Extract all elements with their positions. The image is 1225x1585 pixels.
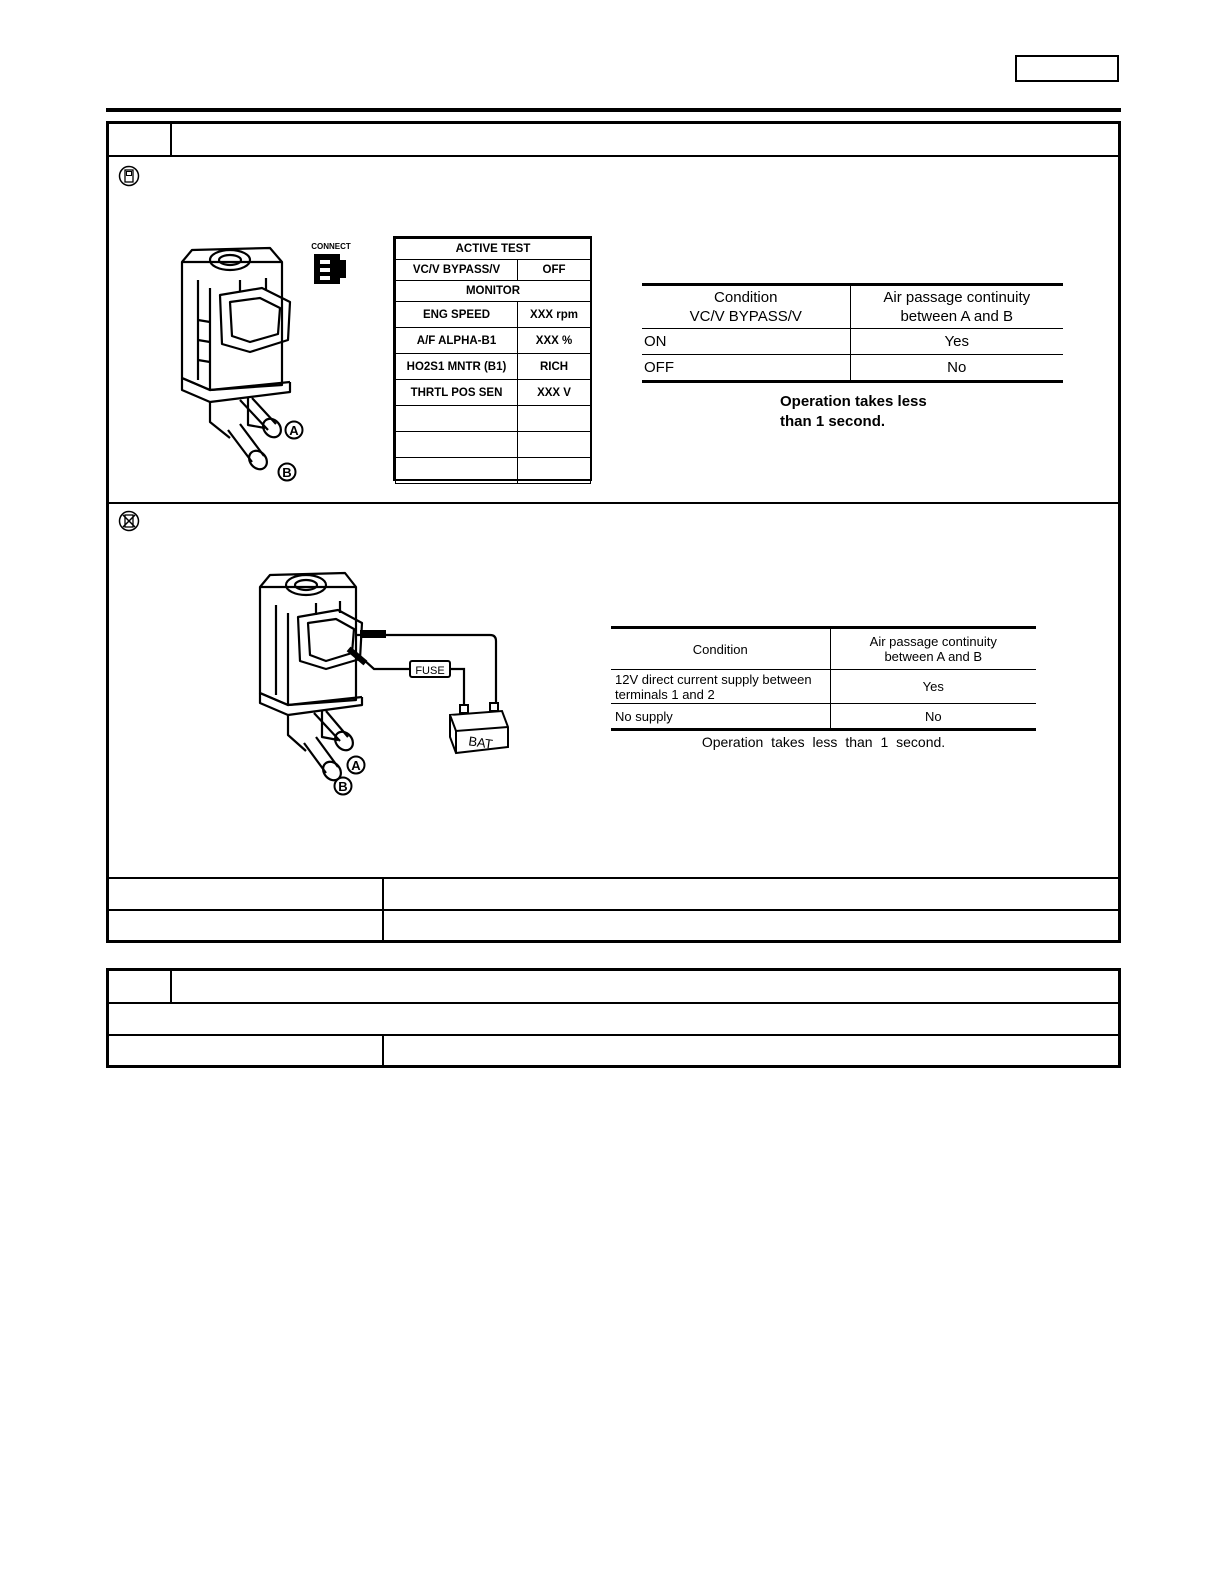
monitor-item-value: RICH xyxy=(516,353,592,380)
solenoid-valve-illustration xyxy=(180,246,292,471)
active-test-screen: ACTIVE TEST VC/V BYPASS/V OFF MONITOR EN… xyxy=(393,236,592,484)
method-divider xyxy=(106,502,1121,504)
bench-condition-table: Condition Air passage continuity between… xyxy=(611,626,1036,731)
active-test-title: ACTIVE TEST xyxy=(394,238,592,260)
empty-monitor-cell xyxy=(516,457,592,484)
port-a-label: A xyxy=(289,423,299,438)
port-b-marker: B xyxy=(277,462,297,482)
result-header-line: Air passage continuity xyxy=(869,634,997,649)
result-row-rule xyxy=(106,877,1121,879)
consult-operation-note: Operation takes less than 1 second. xyxy=(780,392,927,432)
monitor-item-label: ENG SPEED xyxy=(395,301,518,328)
empty-monitor-cell xyxy=(516,405,592,432)
note-line: than 1 second. xyxy=(780,413,886,430)
page-tag-box xyxy=(1015,55,1119,82)
test-item-label: VC/V BYPASS/V xyxy=(395,259,518,281)
condition-header: Condition xyxy=(611,627,831,670)
result-row-rule xyxy=(106,909,1121,911)
port-a-marker: A xyxy=(346,755,366,775)
table-row: ON Yes xyxy=(642,328,1063,355)
bench-test-illustration: FUSE BAT xyxy=(258,571,509,782)
condition-cell: OFF xyxy=(642,354,851,382)
step-number-divider xyxy=(170,968,172,1003)
monitor-item-label: A/F ALPHA-B1 xyxy=(395,327,518,354)
result-row-rule xyxy=(106,1034,1121,1036)
inspection-frame xyxy=(106,121,1121,943)
step-number-divider xyxy=(170,121,172,156)
result-cell: No xyxy=(924,708,942,724)
result-header-line: between A and B xyxy=(884,649,983,664)
result-cell: No xyxy=(947,359,967,376)
connect-label: CONNECT xyxy=(311,242,351,251)
condition-line: 12V direct current supply between xyxy=(615,671,812,687)
table-row: No supply No xyxy=(611,703,1036,730)
result-column-divider xyxy=(382,1034,384,1068)
step-header-rule xyxy=(106,155,1121,157)
top-rule xyxy=(106,108,1121,112)
next-step-frame xyxy=(106,968,1121,1068)
empty-monitor-cell xyxy=(395,457,518,484)
condition-cell: ON xyxy=(642,328,851,355)
condition-cell: No supply xyxy=(611,703,831,730)
monitor-heading: MONITOR xyxy=(394,280,592,302)
empty-monitor-cell xyxy=(395,431,518,458)
empty-monitor-cell xyxy=(516,431,592,458)
test-item-value: OFF xyxy=(516,259,592,281)
monitor-item-value: XXX rpm xyxy=(516,301,592,328)
consult-mode-icon xyxy=(118,165,140,187)
result-cell: Yes xyxy=(830,669,1036,704)
monitor-item-value: XXX % xyxy=(516,327,592,354)
condition-header: Condition VC/V BYPASS/V xyxy=(642,284,851,329)
monitor-item-label: THRTL POS SEN xyxy=(395,379,518,406)
result-cell: Yes xyxy=(850,328,1063,355)
condition-header-sublabel: VC/V BYPASS/V xyxy=(689,308,802,325)
condition-cell: 12V direct current supply between termin… xyxy=(611,669,831,704)
note-line: Operation takes less xyxy=(780,393,927,410)
result-header: Air passage continuity between A and B xyxy=(850,284,1063,329)
empty-monitor-cell xyxy=(395,405,518,432)
result-header: Air passage continuity between A and B xyxy=(830,627,1036,670)
port-b-label: B xyxy=(338,779,347,794)
port-b-marker: B xyxy=(333,776,353,796)
table-row: 12V direct current supply between termin… xyxy=(611,669,1036,704)
port-b-label: B xyxy=(282,465,291,480)
step-header-rule xyxy=(106,1002,1121,1004)
monitor-item-value: XXX V xyxy=(516,379,592,406)
result-header-line: Air passage continuity xyxy=(883,289,1031,306)
no-consult-mode-icon xyxy=(118,510,140,532)
port-a-marker: A xyxy=(284,420,304,440)
connect-icon: CONNECT xyxy=(311,242,351,284)
result-column-divider xyxy=(382,877,384,941)
port-a-label: A xyxy=(351,758,361,773)
consult-condition-table: Condition VC/V BYPASS/V Air passage cont… xyxy=(642,283,1063,383)
result-header-line: between A and B xyxy=(900,308,1014,325)
fuse-label: FUSE xyxy=(415,665,444,677)
table-row: OFF No xyxy=(642,354,1063,382)
condition-header-label: Condition xyxy=(714,289,778,306)
bench-operation-note: Operation takes less than 1 second. xyxy=(701,734,946,750)
monitor-item-label: HO2S1 MNTR (B1) xyxy=(395,353,518,380)
condition-line: terminals 1 and 2 xyxy=(615,686,715,702)
battery-label: BAT xyxy=(468,733,494,751)
